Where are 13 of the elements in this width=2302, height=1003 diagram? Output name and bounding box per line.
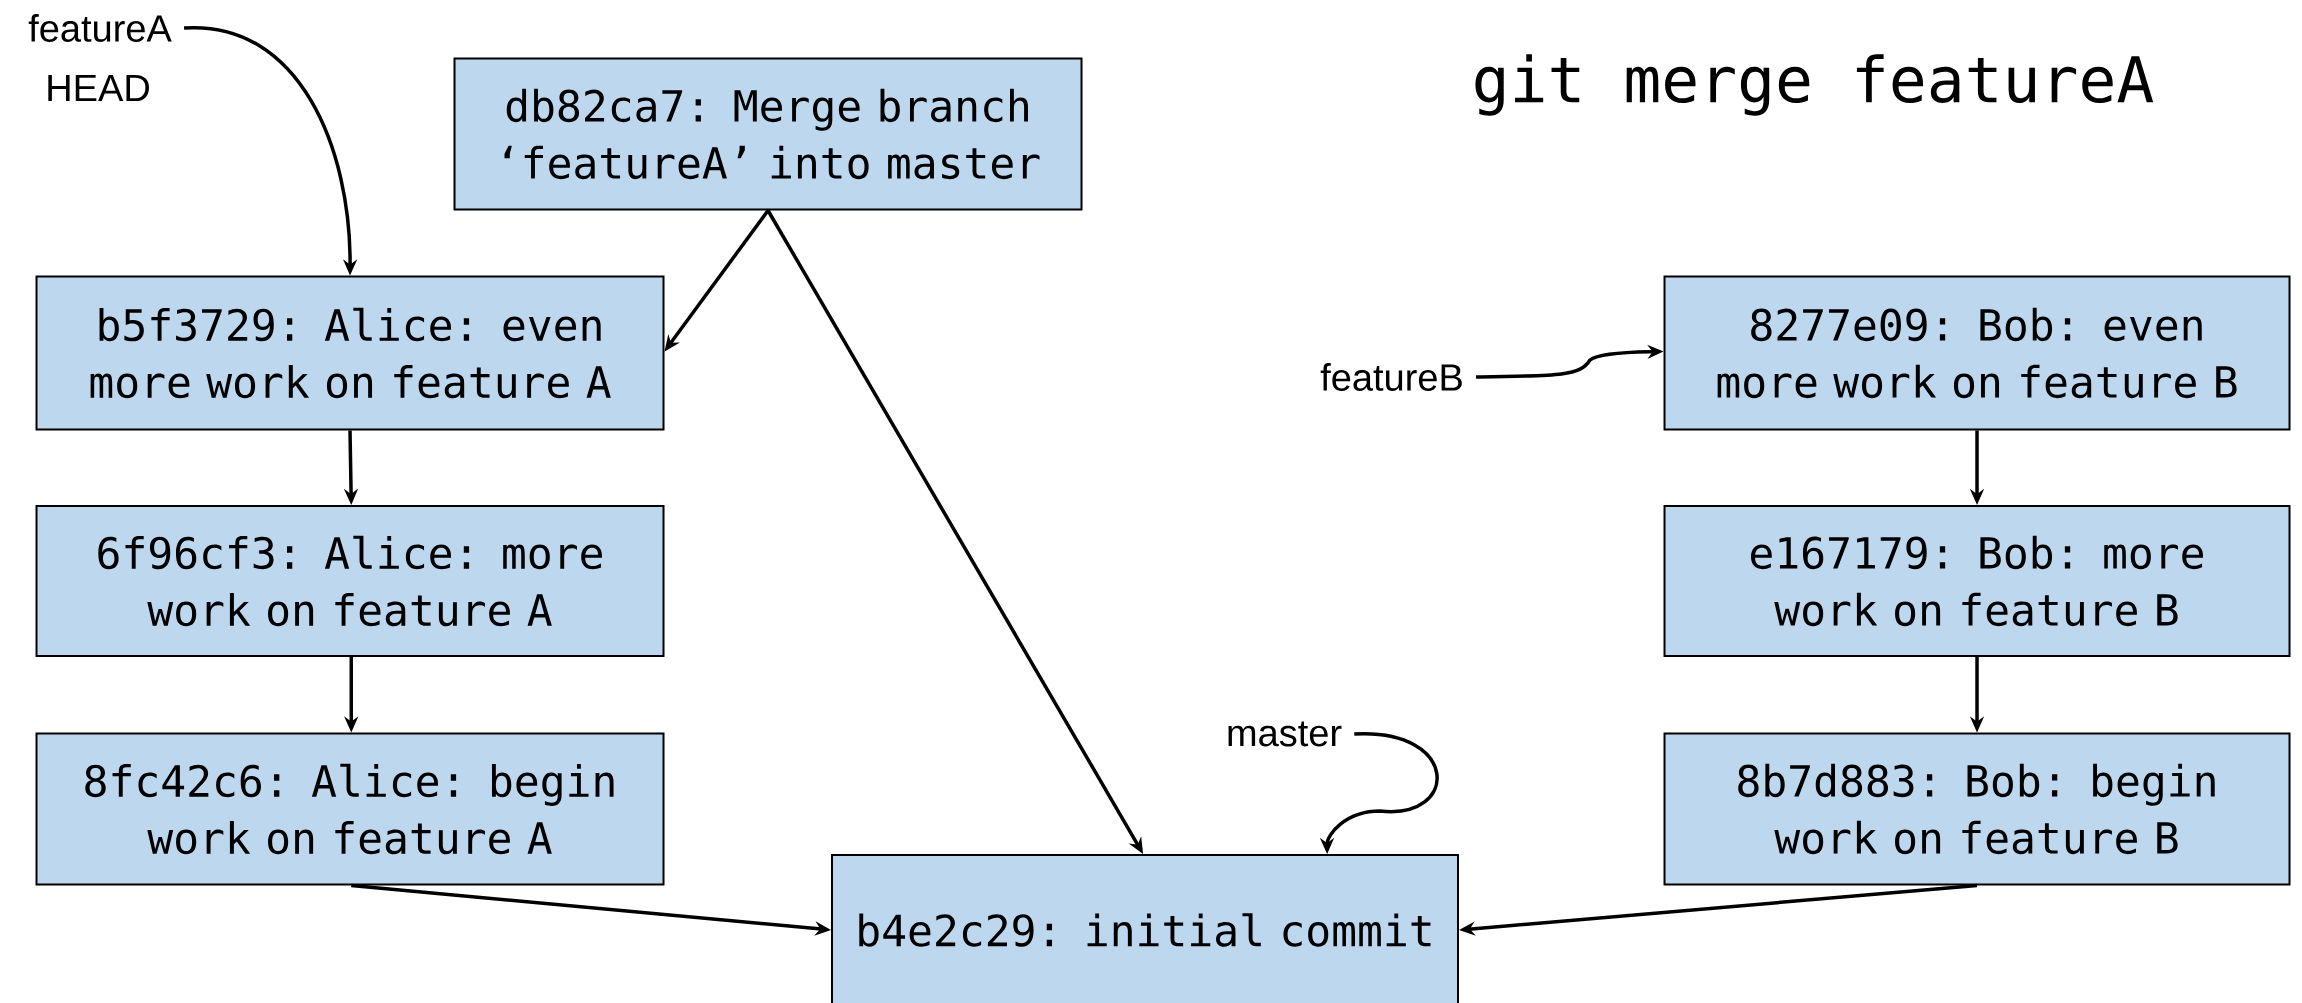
commit-box: 8277e09: Bob: even more work on feature B [1663, 275, 2291, 431]
branch-label: featureB [1320, 363, 1462, 391]
branch-label: featureA [28, 14, 172, 42]
commit-box: 8b7d883: Bob: begin work on feature B [1663, 732, 2291, 886]
commit-box: b5f3729: Alice: even more work on feature A [35, 275, 665, 431]
head-label: HEAD [48, 74, 149, 102]
command-text: git merge featureA [1475, 54, 2154, 116]
commit-box: 8fc42c6: Alice: begin work on feature A [35, 732, 665, 886]
branch-label: master [1228, 721, 1342, 747]
commit-box: db82ca7: Merge branch ‘featureA’ into master [453, 57, 1083, 211]
commit-box: b4e2c29: initial commit [831, 854, 1459, 1003]
commit-box: e167179: Bob: more work on feature B [1663, 505, 2291, 657]
commit-box: 6f96cf3: Alice: more work on feature A [35, 505, 665, 657]
